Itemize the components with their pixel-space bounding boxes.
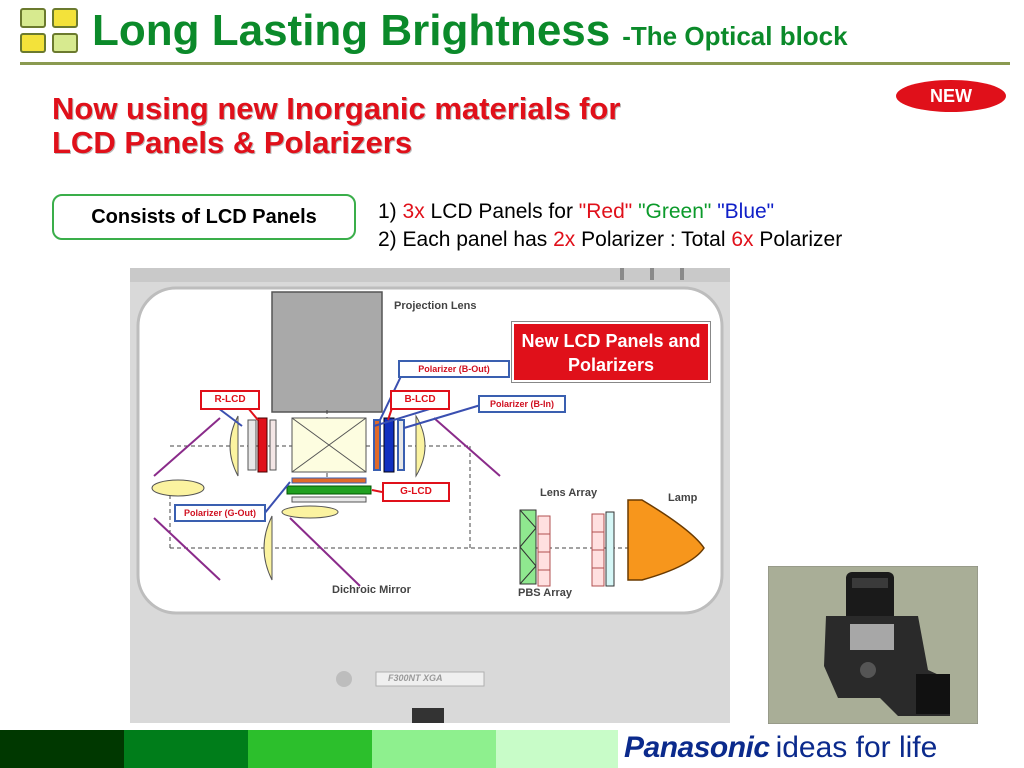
line2-suffix: Polarizer (753, 228, 843, 251)
label-polarizer-b-out: Polarizer (B-Out) (398, 360, 510, 378)
polarizer-g-out (291, 477, 367, 484)
dichroic-mirrors (153, 417, 501, 587)
headline-line-1: Now using new Inorganic materials for (52, 91, 621, 126)
title-text: Long Lasting Brightness (92, 6, 611, 55)
footer-color-bar (0, 730, 1024, 768)
footer-segment (124, 730, 248, 768)
headline: Now using new Inorganic materials for LC… (52, 92, 772, 160)
model-plate-text: F300NT XGA (388, 673, 443, 683)
consists-of-lcd-panels-box: Consists of LCD Panels (52, 194, 356, 240)
label-blue: "Blue" (717, 200, 775, 223)
condenser-lens (151, 479, 205, 497)
description: 1) 3x LCD Panels for "Red" "Green" "Blue… (378, 198, 842, 254)
pbs-array (519, 509, 537, 585)
title-subtitle: -The Optical block (622, 21, 848, 51)
label-polarizer-b-in: Polarizer (B-In) (478, 395, 566, 413)
polarizer-r-out (269, 419, 277, 471)
label-g-lcd: G-LCD (382, 482, 450, 502)
model-plate (375, 671, 485, 687)
line2-prefix: 2) Each panel has (378, 228, 554, 251)
r-lcd-panel (257, 417, 268, 473)
logo-square (20, 8, 46, 28)
description-line-2: 2) Each panel has 2x Polarizer : Total 6… (378, 226, 842, 254)
callout-lines-red (247, 407, 393, 493)
optical-block-photo (767, 565, 979, 725)
label-pbs-array: PBS Array (518, 587, 573, 599)
footer-segment (248, 730, 372, 768)
footer-segment (496, 730, 618, 768)
foot (412, 708, 444, 723)
footer-segment (0, 730, 124, 768)
title-divider (20, 62, 1010, 65)
line2-total: 6x (731, 228, 754, 251)
vent-slot (620, 268, 624, 280)
label-r-lcd: R-LCD (200, 390, 260, 410)
footer-segment (372, 730, 496, 768)
new-lcd-panels-callout: New LCD Panels and Polarizers (511, 321, 711, 383)
line2-count: 2x (553, 228, 576, 251)
vent-slot (680, 268, 684, 280)
polarizer-b-in (397, 419, 405, 471)
slide-title: Long Lasting Brightness -The Optical bloc… (92, 2, 848, 65)
label-red: "Red" (578, 200, 633, 223)
headline-line-2: LCD Panels & Polarizers (52, 125, 413, 160)
brand-name: Panasonic (624, 731, 770, 764)
line2-mid: Polarizer : Total (575, 228, 732, 251)
indicator-dot (336, 671, 352, 687)
polarizer-r-in (247, 419, 257, 471)
optical-block-diagram: Projection Lens New LCD Panels and Polar… (130, 268, 730, 723)
vent-slot (650, 268, 654, 280)
logo-squares (20, 8, 82, 56)
b-lcd-panel (383, 417, 395, 473)
label-lamp: Lamp (668, 492, 698, 504)
field-lens-r (229, 415, 239, 477)
new-badge: NEW (896, 80, 1006, 112)
description-line-1: 1) 3x LCD Panels for "Red" "Green" "Blue… (378, 198, 842, 226)
logo-square (52, 33, 78, 53)
line1-count: 3x (402, 200, 425, 223)
lamp-reflector (627, 499, 705, 581)
polarizer-b-out (373, 419, 381, 471)
label-dichroic-mirror: Dichroic Mirror (332, 584, 411, 596)
photo-graphic (767, 565, 979, 725)
polarizer-g-in (291, 496, 367, 503)
uv-filter (605, 511, 615, 587)
relay-lens (263, 515, 273, 581)
label-projection-lens: Projection Lens (394, 300, 477, 312)
prism-diagonal (291, 417, 367, 473)
label-lens-array: Lens Array (540, 487, 598, 499)
lens-array-left (537, 515, 551, 587)
line1-prefix: 1) (378, 200, 403, 223)
logo-square (52, 8, 78, 28)
label-b-lcd: B-LCD (390, 390, 450, 410)
projector-top-edge (130, 268, 730, 282)
condenser-lens (281, 505, 339, 519)
callout-lines (217, 369, 485, 515)
label-polarizer-g-out: Polarizer (G-Out) (174, 504, 266, 522)
brand-tagline: ideas for life (775, 731, 938, 764)
label-green: "Green" (638, 200, 712, 223)
logo-square (20, 33, 46, 53)
lens-array-right (591, 513, 605, 587)
g-lcd-panel (286, 485, 372, 495)
line1-mid: LCD Panels for (424, 200, 579, 223)
projection-lens-block (271, 291, 383, 413)
